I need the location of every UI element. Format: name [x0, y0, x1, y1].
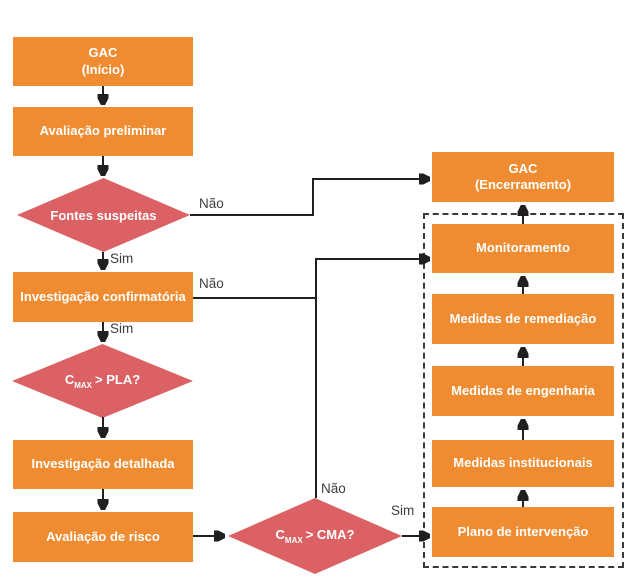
cmax-cma-comparison: > CMA?: [305, 527, 355, 542]
node-investigacao-detalhada: Investigação detalhada: [13, 440, 193, 489]
edge-label-sim-fontes: Sim: [110, 251, 134, 266]
cmax-cma-subscript: MAX: [284, 536, 303, 545]
node-cmax-pla: CMAX> PLA?: [12, 344, 193, 418]
node-gac-encerramento: GAC (Encerramento): [432, 152, 614, 202]
cmax-pla-symbol: C: [64, 372, 75, 387]
node-gac-encerramento-line1: GAC: [508, 160, 538, 176]
node-investigacao-confirmatoria: Investigação confirmatória: [13, 272, 193, 322]
node-gac-inicio: GAC (Início): [13, 37, 193, 86]
node-gac-inicio-line2: (Início): [81, 61, 125, 77]
node-fontes-suspeitas: Fontes suspeitas: [17, 178, 190, 252]
edge-label-sim-cma: Sim: [391, 503, 415, 518]
cmax-pla-subscript: MAX: [74, 381, 92, 390]
node-medidas-engenharia: Medidas de engenharia: [432, 366, 614, 416]
node-plano-intervencao: Plano de intervenção: [432, 507, 614, 557]
edge-label-nao-fontes: Não: [199, 196, 224, 211]
node-medidas-institucionais: Medidas institucionais: [432, 440, 614, 487]
node-avaliacao-preliminar: Avaliação preliminar: [13, 107, 193, 156]
edge-label-nao-cma: Não: [321, 481, 346, 496]
node-avaliacao-risco: Avaliação de risco: [13, 512, 193, 562]
node-gac-encerramento-line2: (Encerramento): [474, 177, 572, 192]
node-gac-inicio-line1: GAC: [88, 45, 118, 61]
node-monitoramento: Monitoramento: [432, 224, 614, 273]
cmax-cma-symbol: C: [275, 527, 285, 542]
cmax-pla-comparison: > PLA?: [95, 372, 141, 387]
node-cmax-cma: CMAX> CMA?: [228, 498, 402, 574]
edge-label-nao-confirmatoria: Não: [199, 276, 224, 291]
edge-label-sim-confirmatoria: Sim: [110, 321, 134, 336]
node-medidas-remediacao: Medidas de remediação: [432, 294, 614, 344]
